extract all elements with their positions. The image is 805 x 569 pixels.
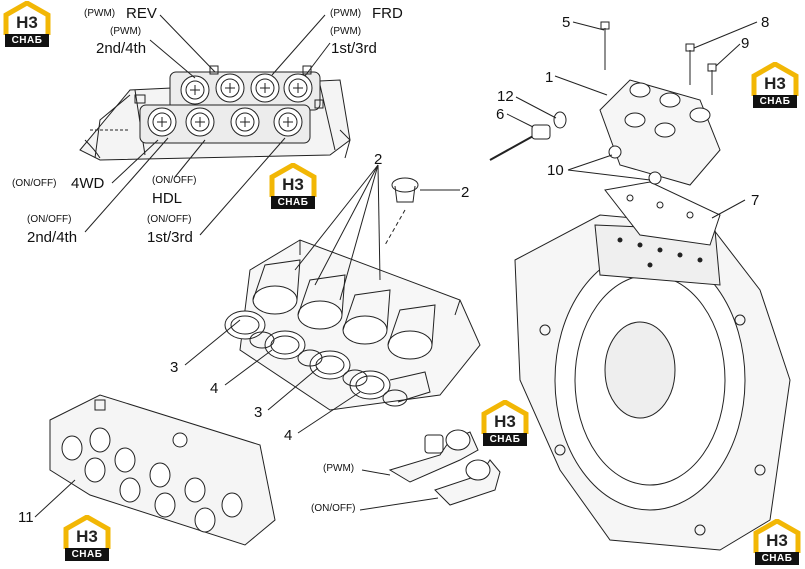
frd-mode-label: (PWM) bbox=[330, 8, 362, 19]
watermark-mark: H3 bbox=[16, 13, 38, 32]
watermark-logo: H3 CHAБ bbox=[752, 519, 802, 567]
watermark-roof-icon bbox=[63, 515, 111, 549]
watermark-roof-icon bbox=[481, 400, 529, 434]
callout-3-lower: 3 bbox=[254, 404, 263, 421]
watermark-roof-icon bbox=[269, 163, 317, 197]
watermark-roof-icon bbox=[751, 62, 799, 96]
top-right-valve-block bbox=[489, 21, 758, 186]
pwm-2nd4th-label: 2nd/4th bbox=[96, 40, 147, 57]
watermark-word: CHAБ bbox=[65, 548, 109, 561]
transmission-housing bbox=[514, 181, 791, 551]
watermark-roof-icon bbox=[753, 519, 801, 553]
watermark-logo: H3 CHAБ bbox=[2, 1, 52, 49]
rev-mode-label: (PWM) bbox=[84, 8, 116, 19]
callout-5: 5 bbox=[562, 14, 571, 31]
pwm-1st3rd-label: 1st/3rd bbox=[331, 40, 377, 57]
watermark-mark: H3 bbox=[282, 175, 304, 194]
watermark-word: CHAБ bbox=[483, 433, 527, 446]
watermark-mark: H3 bbox=[764, 74, 786, 93]
hdl-mode-label: (ON/OFF) bbox=[152, 175, 197, 186]
pwm-1st3rd-mode-label: (PWM) bbox=[330, 26, 362, 37]
4wd-mode-label: (ON/OFF) bbox=[12, 178, 57, 189]
callout-2-plug: 2 bbox=[461, 184, 470, 201]
loose-solenoid-valves bbox=[359, 429, 501, 511]
callout-7: 7 bbox=[751, 192, 760, 209]
callout-3-upper: 3 bbox=[170, 359, 179, 376]
inset-valve-block bbox=[79, 14, 351, 236]
pwm-valve-label: (PWM) bbox=[323, 463, 355, 474]
watermark-logo: H3 CHAБ bbox=[268, 163, 318, 211]
callout-2-center: 2 bbox=[374, 151, 383, 168]
watermark-word: CHAБ bbox=[753, 95, 797, 108]
onoff-valve-label: (ON/OFF) bbox=[311, 503, 356, 514]
onoff-2nd4th-mode-label: (ON/OFF) bbox=[27, 214, 72, 225]
watermark-mark: H3 bbox=[76, 527, 98, 546]
frd-label: FRD bbox=[372, 5, 403, 22]
callout-9: 9 bbox=[741, 35, 750, 52]
callout-11: 11 bbox=[18, 509, 34, 526]
callout-10: 10 bbox=[547, 162, 564, 179]
watermark-word: CHAБ bbox=[271, 196, 315, 209]
4wd-label: 4WD bbox=[71, 175, 105, 192]
watermark-logo: H3 CHAБ bbox=[480, 400, 530, 448]
onoff-1st3rd-mode-label: (ON/OFF) bbox=[147, 214, 192, 225]
callout-8: 8 bbox=[761, 14, 770, 31]
onoff-2nd4th-label: 2nd/4th bbox=[27, 229, 78, 246]
callout-1: 1 bbox=[545, 69, 554, 86]
hdl-label: HDL bbox=[152, 190, 183, 207]
center-valve-assembly bbox=[184, 164, 481, 434]
watermark-word: CHAБ bbox=[755, 552, 799, 565]
watermark-logo: H3 CHAБ bbox=[62, 515, 112, 563]
rev-label: REV bbox=[126, 5, 157, 22]
watermark-mark: H3 bbox=[766, 531, 788, 550]
watermark-word: CHAБ bbox=[5, 34, 49, 47]
watermark-mark: H3 bbox=[494, 412, 516, 431]
onoff-1st3rd-label: 1st/3rd bbox=[147, 229, 193, 246]
pwm-2nd4th-mode-label: (PWM) bbox=[110, 26, 142, 37]
callout-12: 12 bbox=[497, 88, 514, 105]
watermark-logo: H3 CHAБ bbox=[750, 62, 800, 110]
callout-4-lower: 4 bbox=[284, 427, 293, 444]
watermark-roof-icon bbox=[3, 1, 51, 35]
callout-4-upper: 4 bbox=[210, 380, 219, 397]
callout-6: 6 bbox=[496, 106, 505, 123]
valve-body-plate bbox=[34, 394, 276, 546]
